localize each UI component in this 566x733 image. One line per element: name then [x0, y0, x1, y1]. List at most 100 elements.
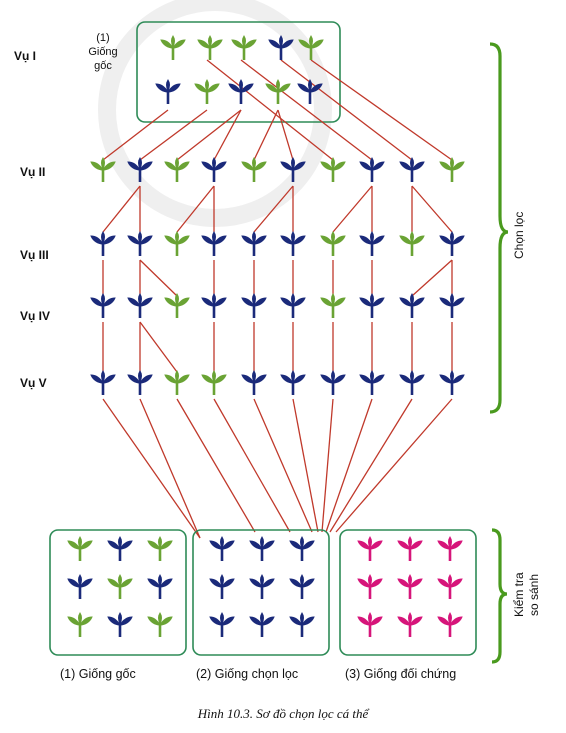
line-season4-to-5: [139, 321, 178, 373]
plant-season5: [319, 369, 347, 397]
plant-season4: [398, 292, 426, 320]
plant-season1-top: [159, 34, 187, 62]
plant-control-group: [436, 611, 464, 639]
plant-season2: [200, 156, 228, 184]
line-season5-to-selected: [102, 398, 201, 539]
plant-season3: [279, 230, 307, 258]
line-season2-to-3: [102, 185, 141, 233]
selected-group-caption: (2) Giống chọn lọc: [196, 667, 299, 681]
plant-selected-group: [248, 535, 276, 563]
plant-season1-bottom: [193, 78, 221, 106]
plant-season4: [358, 292, 386, 320]
plant-season2: [358, 156, 386, 184]
plant-control-group: [396, 535, 424, 563]
plant-control-group: [356, 611, 384, 639]
plant-selected-group: [288, 573, 316, 601]
plant-season3: [438, 230, 466, 258]
plant-season5: [358, 369, 386, 397]
plant-season1-top: [230, 34, 258, 62]
plant-season5: [398, 369, 426, 397]
test-bracket: [491, 528, 508, 664]
test-label-line2: so sánh: [527, 573, 541, 617]
plant-season2: [163, 156, 191, 184]
plant-season5: [126, 369, 154, 397]
plant-season4: [89, 292, 117, 320]
watermark-circle: [98, 0, 332, 227]
original-seed-box: [136, 21, 341, 123]
plant-original-group: [66, 535, 94, 563]
plant-season5: [279, 369, 307, 397]
original-group-caption: (1) Giống gốc: [60, 667, 136, 681]
line-season2-to-3: [411, 185, 453, 233]
plant-selected-group: [288, 535, 316, 563]
plant-season4: [319, 292, 347, 320]
plant-control-group: [396, 573, 424, 601]
plant-season4: [279, 292, 307, 320]
season-3-label: Vụ III: [20, 248, 49, 262]
season-1-label: Vụ I: [14, 49, 37, 63]
line-season1-to-2: [213, 109, 242, 161]
line-season5-to-selected: [329, 398, 413, 533]
plant-original-group: [146, 573, 174, 601]
selection-label: Chọn lọc: [512, 211, 526, 259]
line-season5-to-selected: [292, 398, 319, 533]
line-season2-to-3: [253, 185, 294, 233]
plant-season4: [163, 292, 191, 320]
line-season1-to-2: [310, 59, 453, 161]
line-season5-to-selected: [253, 398, 313, 533]
plant-selected-group: [248, 611, 276, 639]
original-seed-number: (1): [96, 32, 110, 44]
line-season3-to-4: [411, 259, 453, 297]
plant-selected-group: [208, 573, 236, 601]
plant-season1-bottom: [154, 78, 182, 106]
plant-season2: [438, 156, 466, 184]
plant-original-group: [146, 611, 174, 639]
plant-season1-bottom: [227, 78, 255, 106]
plant-season1-bottom: [264, 78, 292, 106]
line-season3-to-4: [139, 259, 178, 297]
plant-selected-group: [208, 611, 236, 639]
original-seed-word2: gốc: [94, 60, 112, 72]
plant-selected-group: [288, 611, 316, 639]
original-group-box: [49, 529, 187, 656]
line-season1-to-2: [206, 59, 334, 161]
plant-season4: [438, 292, 466, 320]
figure-caption: Hình 10.3. Sơ đồ chọn lọc cá thể: [197, 706, 369, 721]
line-season1-to-2: [253, 109, 279, 161]
plant-season3: [398, 230, 426, 258]
line-season5-to-selected: [321, 398, 334, 533]
line-season5-to-selected: [176, 398, 256, 533]
line-season1-to-2: [139, 109, 208, 161]
plant-season2: [240, 156, 268, 184]
control-group-box: [339, 529, 477, 656]
plant-season4: [200, 292, 228, 320]
plant-season3: [89, 230, 117, 258]
season-4-label: Vụ IV: [20, 309, 51, 323]
control-group-caption: (3) Giống đối chứng: [345, 667, 457, 681]
plant-season3: [126, 230, 154, 258]
plant-original-group: [106, 535, 134, 563]
plant-control-group: [356, 573, 384, 601]
plant-season5: [240, 369, 268, 397]
plant-season3: [240, 230, 268, 258]
plant-season5: [200, 369, 228, 397]
season-5-label: Vụ V: [20, 376, 47, 390]
selection-bracket: [489, 42, 509, 414]
line-season5-to-selected: [139, 398, 201, 539]
plant-original-group: [106, 573, 134, 601]
plant-season5: [438, 369, 466, 397]
test-label-line1: Kiểm tra: [512, 572, 526, 618]
line-season1-to-2: [102, 109, 169, 161]
plant-original-group: [66, 611, 94, 639]
line-season5-to-selected: [213, 398, 291, 533]
plant-season2: [319, 156, 347, 184]
plant-season4: [240, 292, 268, 320]
original-seed-word: Giống: [88, 46, 118, 58]
line-season1-to-2: [176, 109, 242, 161]
plant-control-group: [396, 611, 424, 639]
plant-season3: [200, 230, 228, 258]
plant-selected-group: [248, 573, 276, 601]
plant-season5: [163, 369, 191, 397]
line-season1-to-2: [240, 59, 373, 161]
